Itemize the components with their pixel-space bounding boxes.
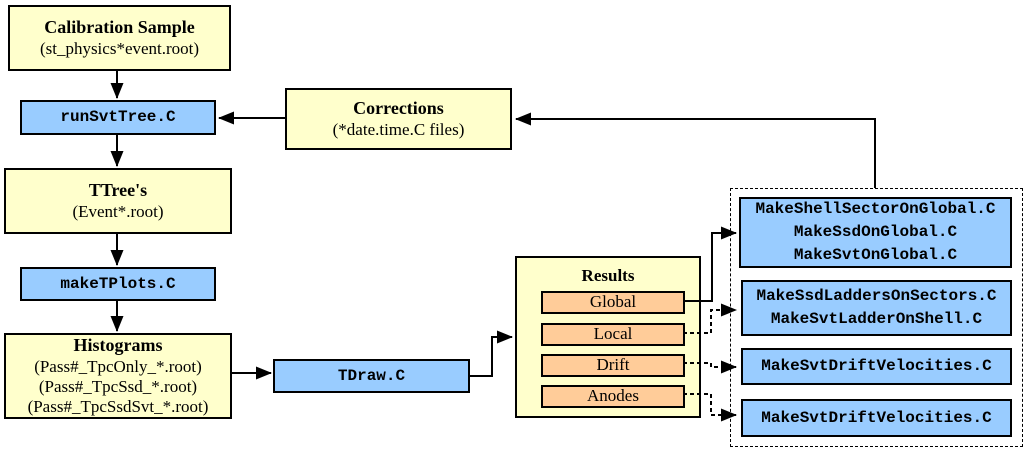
node-make-drift-velocities-anodes-script: MakeSvtDriftVelocities.C bbox=[741, 399, 1012, 437]
result-item-local: Local bbox=[541, 323, 685, 346]
node-line: MakeSvtLadderOnShell.C bbox=[770, 310, 983, 328]
node-title: Results bbox=[581, 266, 635, 285]
node-subtitle: (Event*.root) bbox=[72, 201, 164, 221]
node-tdraw-script: TDraw.C bbox=[273, 359, 470, 393]
node-subtitle: (*date.time.C files) bbox=[332, 119, 465, 139]
node-subtitle: (st_physics*event.root) bbox=[39, 38, 200, 58]
node-line: MakeSvtOnGlobal.C bbox=[793, 246, 958, 264]
node-make-tplots-script: makeTPlots.C bbox=[20, 267, 216, 301]
node-make-drift-velocities-script: MakeSvtDriftVelocities.C bbox=[741, 348, 1012, 385]
node-line: (Pass#_TpcSsd_*.root) bbox=[38, 376, 198, 396]
node-run-svt-tree-script: runSvtTree.C bbox=[20, 100, 216, 135]
arrow-tdraw-to-results bbox=[470, 330, 513, 377]
node-make-on-global-scripts: MakeShellSectorOnGlobal.C MakeSsdOnGloba… bbox=[739, 197, 1012, 268]
node-make-ladders-scripts: MakeSsdLaddersOnSectors.C MakeSvtLadderO… bbox=[741, 280, 1012, 336]
node-label: TDraw.C bbox=[337, 366, 406, 385]
arrow-scripts-to-corrections bbox=[515, 112, 876, 188]
node-label: MakeSvtDriftVelocities.C bbox=[761, 357, 992, 375]
node-line: MakeSsdLaddersOnSectors.C bbox=[756, 287, 997, 305]
node-label: MakeSvtDriftVelocities.C bbox=[761, 408, 992, 427]
node-line: (Pass#_TpcOnly_*.root) bbox=[34, 356, 202, 376]
node-ttrees: TTree's (Event*.root) bbox=[4, 168, 232, 234]
node-line: MakeSsdOnGlobal.C bbox=[793, 223, 958, 241]
result-item-global: Global bbox=[541, 291, 685, 314]
result-label: Global bbox=[589, 292, 637, 312]
node-line: MakeShellSectorOnGlobal.C bbox=[755, 200, 996, 218]
node-line: (Pass#_TpcSsdSvt_*.root) bbox=[27, 396, 209, 416]
node-label: makeTPlots.C bbox=[60, 274, 176, 293]
node-title: Corrections bbox=[353, 98, 444, 118]
node-corrections: Corrections (*date.time.C files) bbox=[285, 88, 512, 150]
node-label: runSvtTree.C bbox=[60, 108, 176, 126]
node-title: TTree's bbox=[88, 180, 148, 200]
result-label: Drift bbox=[596, 355, 630, 375]
result-label: Local bbox=[593, 324, 633, 344]
node-title: Histograms bbox=[73, 335, 163, 356]
node-histograms: Histograms (Pass#_TpcOnly_*.root) (Pass#… bbox=[4, 333, 232, 419]
node-results: Results Global Local Drift Anodes bbox=[515, 256, 701, 418]
result-item-anodes: Anodes bbox=[541, 385, 685, 408]
node-calibration-sample: Calibration Sample (st_physics*event.roo… bbox=[8, 5, 231, 71]
result-item-drift: Drift bbox=[541, 354, 685, 377]
node-title: Calibration Sample bbox=[44, 17, 195, 37]
result-label: Anodes bbox=[587, 386, 639, 406]
